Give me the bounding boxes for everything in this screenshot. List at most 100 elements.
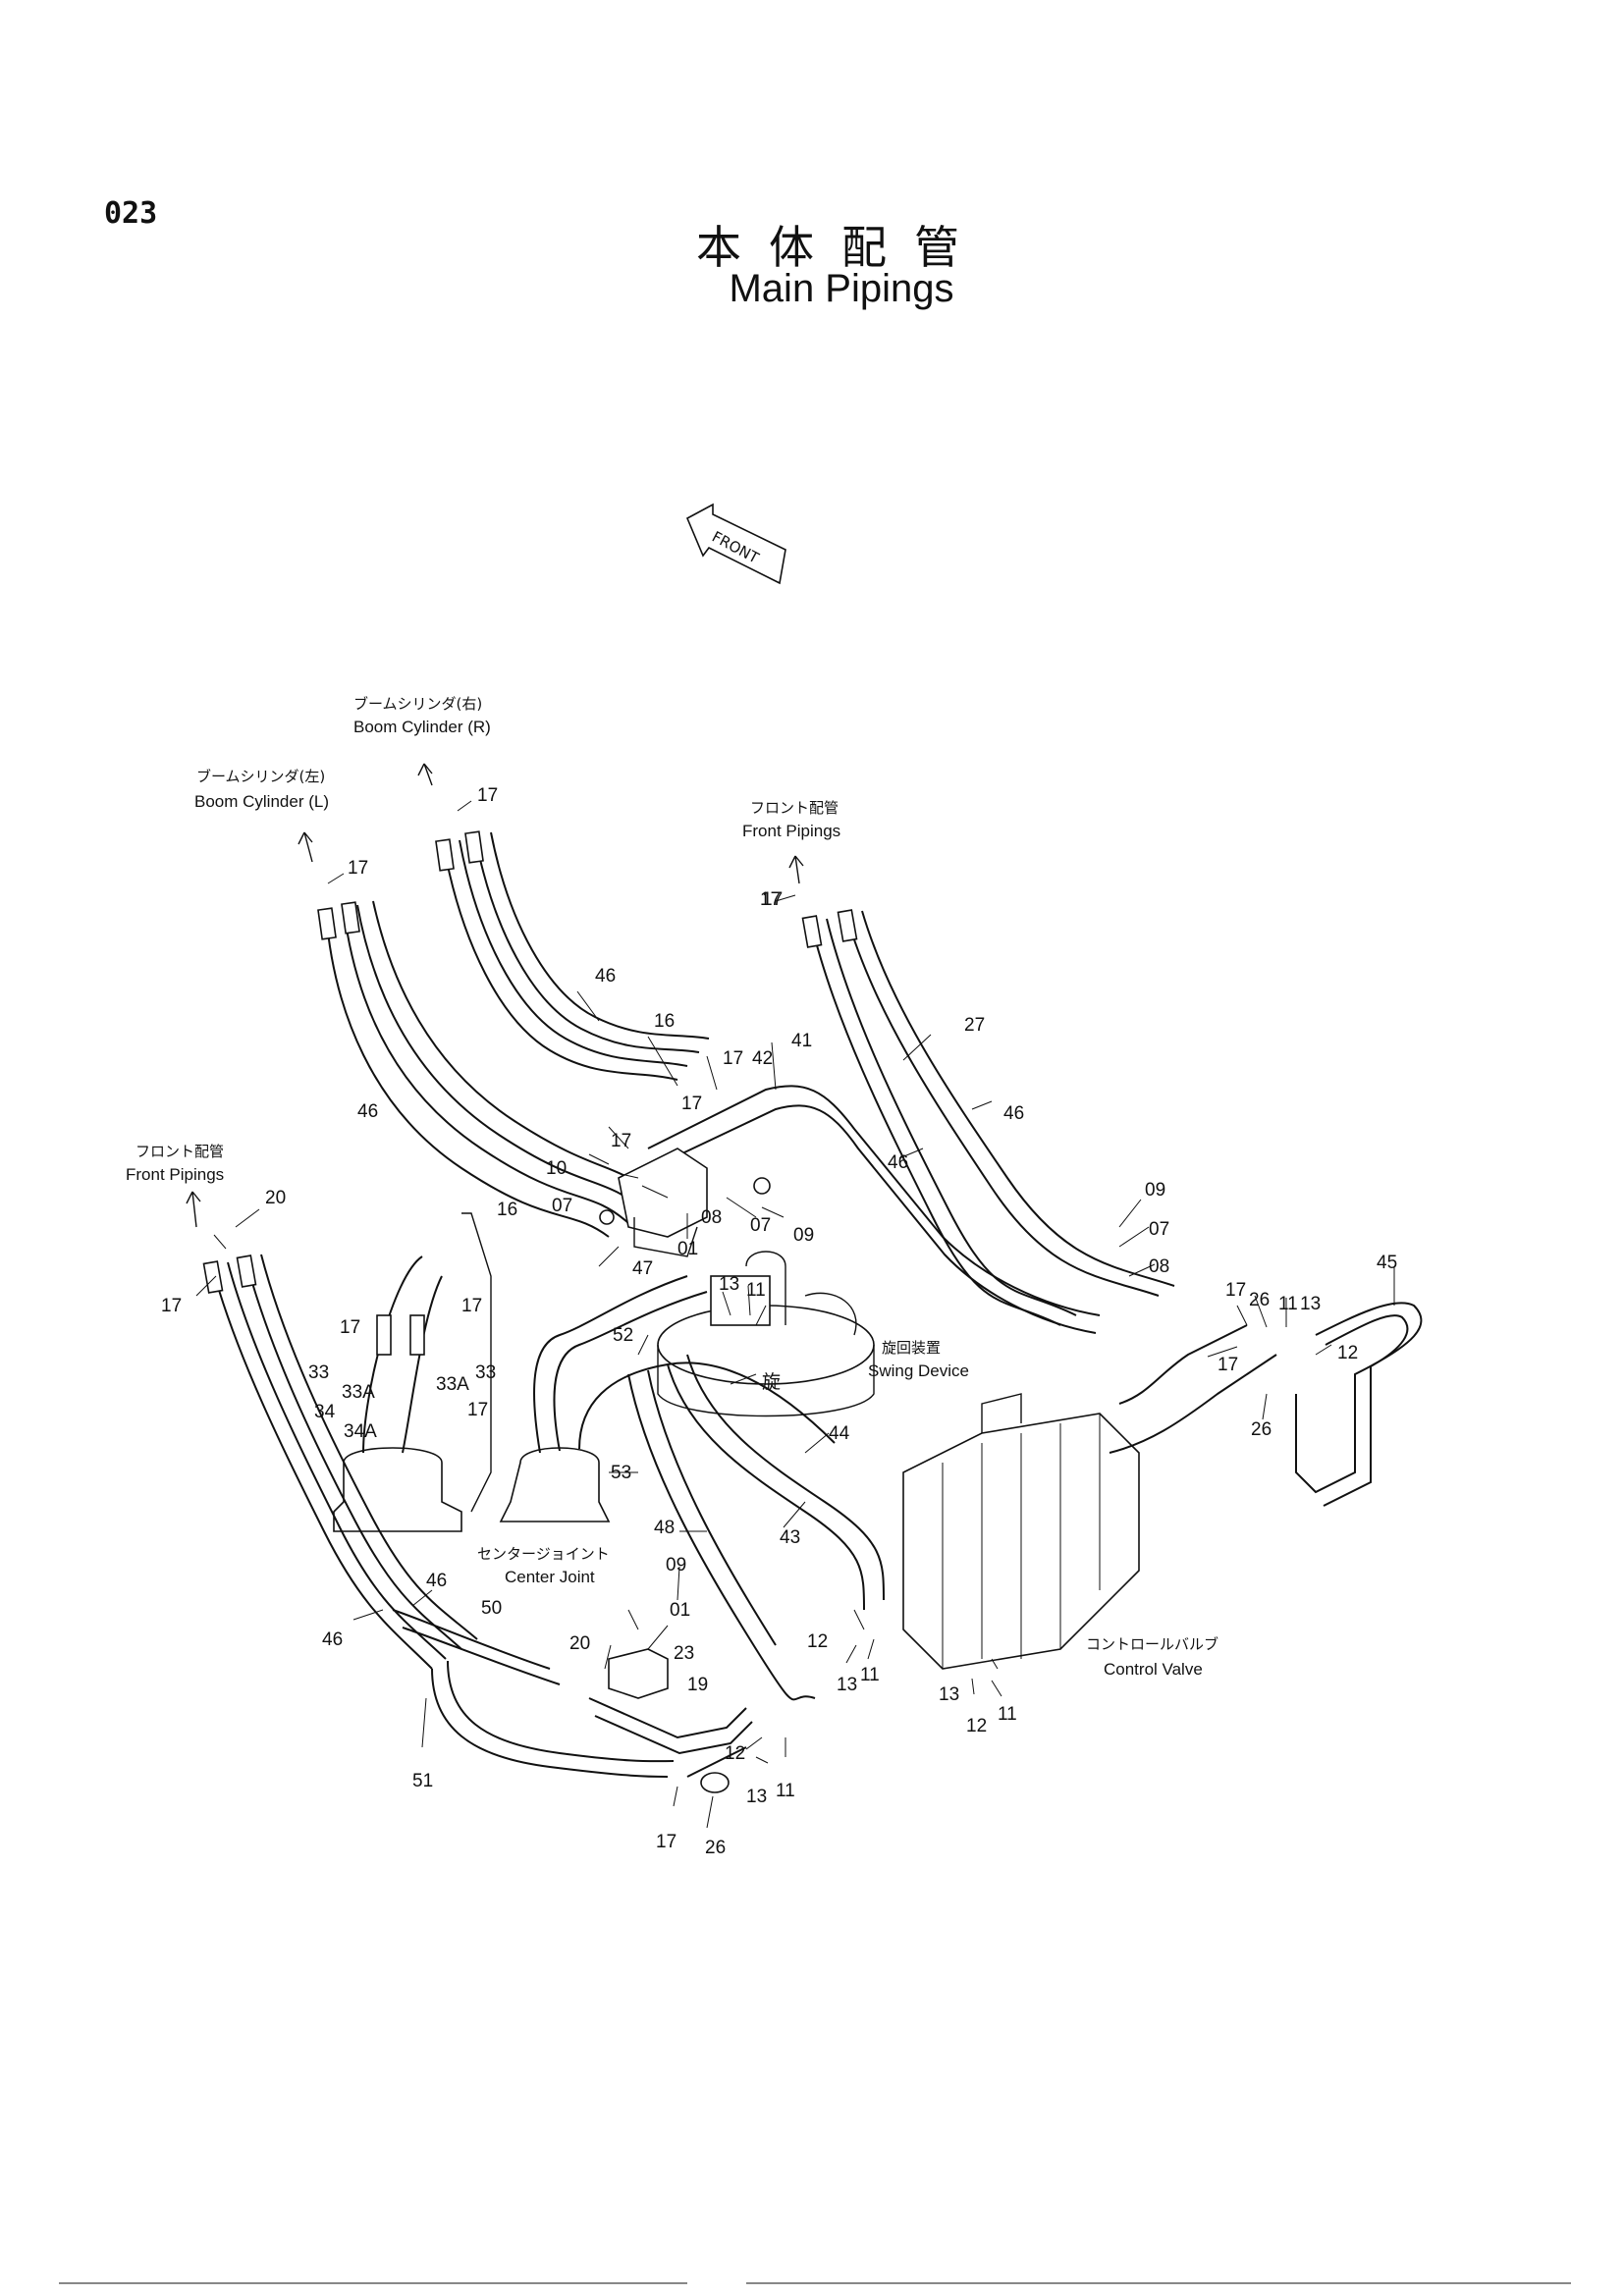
part-number: 33A [436,1374,469,1395]
part-number: 17 [760,889,781,910]
page-number: 023 [104,196,158,231]
part-number: 11 [998,1704,1017,1725]
front-pipings-top-label-jp: フロント配管 [750,799,839,817]
part-number: 33 [308,1362,329,1383]
pipe-45 [1295,1302,1423,1507]
control-valve-hoses [627,1324,1277,1701]
boom-cylinder-l-label-jp: ブームシリンダ(左) [196,768,325,785]
part-number: 26 [1249,1290,1270,1310]
part-number: 09 [793,1225,814,1246]
control-valve-label: Control Valve [1104,1660,1203,1679]
part-number: 13 [719,1274,739,1295]
part-number: 17 [723,1048,743,1069]
manifold-block [599,1148,771,1257]
part-number: 33A [342,1382,375,1403]
boom-cylinder-l-label: Boom Cylinder (L) [194,792,329,811]
part-number: 09 [1145,1180,1165,1201]
swing-device [657,1251,875,1417]
arrow-up-icon [186,1191,201,1228]
part-number: 46 [595,966,616,987]
part-number: 08 [1149,1256,1169,1277]
part-number: 09 [666,1555,686,1575]
part-number: 27 [964,1015,985,1036]
front-pipings-left-label-jp: フロント配管 [135,1143,224,1160]
part-number: 43 [780,1527,800,1548]
part-number: 12 [966,1716,987,1736]
part-number: 52 [613,1325,633,1346]
center-joint-label: Center Joint [505,1568,595,1586]
page-title: Main Pipings [729,267,954,310]
boom-cylinder-l-hoses [317,900,659,1238]
front-arrow-icon: FRONT [685,503,786,585]
tubes-41-42 [647,1085,1101,1334]
control-valve [902,1393,1140,1670]
part-number: 11 [776,1781,795,1801]
part-number: 01 [677,1239,698,1259]
part-number: 17 [477,785,498,806]
part-number: 07 [1149,1219,1169,1240]
front-pipings-left-hoses [202,1254,675,1778]
part-number: 08 [701,1207,722,1228]
part-number: 旋 [762,1371,781,1393]
part-number: 12 [807,1631,828,1652]
part-number: 16 [654,1011,675,1032]
part-number: 13 [939,1684,959,1705]
arrow-up-icon [788,855,804,884]
part-number: 19 [687,1675,708,1695]
part-number: 50 [481,1598,502,1619]
arrow-up-icon [298,831,313,863]
boom-cylinder-r-label-jp: ブームシリンダ(右) [353,695,482,713]
part-number: 45 [1377,1253,1397,1273]
boom-cylinder-r-hoses [435,830,710,1081]
part-number: 34A [344,1421,377,1442]
part-number: 11 [860,1665,880,1685]
part-number: 44 [829,1423,850,1444]
part-number: 07 [750,1215,771,1236]
front-pipings-top-hoses [801,909,1175,1326]
part-number: 20 [265,1188,286,1208]
part-number: 12 [1337,1343,1358,1363]
part-number: 48 [654,1518,675,1538]
control-valve-label-jp: コントロールバルブ [1086,1635,1218,1653]
center-joint-inset [333,1212,492,1532]
part-number: 13 [837,1675,857,1695]
part-number: 01 [670,1600,690,1621]
part-number: 23 [674,1643,694,1664]
swing-device-label: Swing Device [868,1362,969,1380]
part-number: 26 [1251,1419,1272,1440]
part-number-labels: 17 17 17 46 16 46 16 17 42 41 17 17 10 0… [161,785,1397,1858]
part-number: 34 [314,1402,336,1422]
part-number: 17 [461,1296,482,1316]
part-number: 07 [552,1196,572,1216]
front-pipings-left-label: Front Pipings [126,1165,224,1184]
part-number: 33 [475,1362,496,1383]
part-number: 11 [1278,1294,1298,1314]
part-number: 47 [632,1258,653,1279]
part-number: 17 [1218,1355,1238,1375]
part-number: 46 [322,1629,343,1650]
page-title-japanese: 本体配管 [696,221,987,274]
part-number: 17 [340,1317,360,1338]
part-number: 46 [357,1101,378,1122]
part-number: 17 [611,1131,631,1151]
part-number: 17 [681,1094,702,1114]
part-number: 17 [348,858,368,879]
boom-cylinder-r-label: Boom Cylinder (R) [353,718,491,736]
part-number: 42 [752,1048,773,1069]
part-number: 13 [746,1787,767,1807]
part-number: 51 [412,1771,433,1791]
part-number: 17 [762,889,783,910]
part-number: 17 [161,1296,182,1316]
part-number: 20 [569,1633,590,1654]
center-joint-label-jp: センタージョイント [477,1545,610,1563]
part-number: 10 [546,1158,567,1179]
front-pipings-top-label: Front Pipings [742,822,840,840]
part-number: 17 [467,1400,488,1420]
part-number: 16 [497,1200,517,1220]
leader-lines [195,800,1395,1829]
part-number: 26 [705,1838,726,1858]
part-number: 12 [725,1743,745,1764]
pipe-19-assembly [588,1648,753,1793]
part-number: 41 [791,1031,812,1051]
